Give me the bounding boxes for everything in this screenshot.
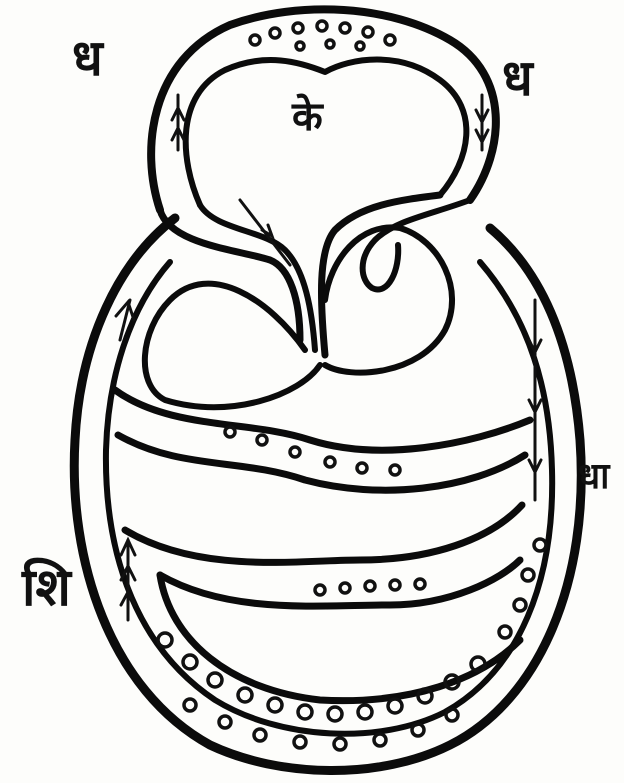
upper-right-chamber bbox=[325, 227, 452, 372]
flow-arrows-right-loop bbox=[476, 95, 488, 150]
middle-band-top bbox=[115, 390, 530, 450]
right-vessel-outer bbox=[321, 195, 440, 355]
top-loop-inner bbox=[186, 60, 467, 206]
label-center: के bbox=[291, 93, 324, 140]
label-top-right: ध bbox=[502, 49, 535, 107]
lower-band-bottom bbox=[160, 560, 520, 606]
flow-arrows-left-loop bbox=[172, 95, 184, 150]
label-top-left: ध bbox=[72, 29, 105, 87]
cells-lower-band bbox=[315, 579, 425, 595]
label-left-lower: शि bbox=[21, 557, 72, 618]
right-vessel-hook bbox=[363, 200, 470, 289]
lower-band-top bbox=[125, 505, 522, 562]
top-loop-outer bbox=[151, 9, 496, 210]
cells-top-arch bbox=[250, 21, 395, 50]
label-right-middle: धा bbox=[578, 456, 611, 497]
flow-arrows-right-wall bbox=[529, 300, 541, 500]
